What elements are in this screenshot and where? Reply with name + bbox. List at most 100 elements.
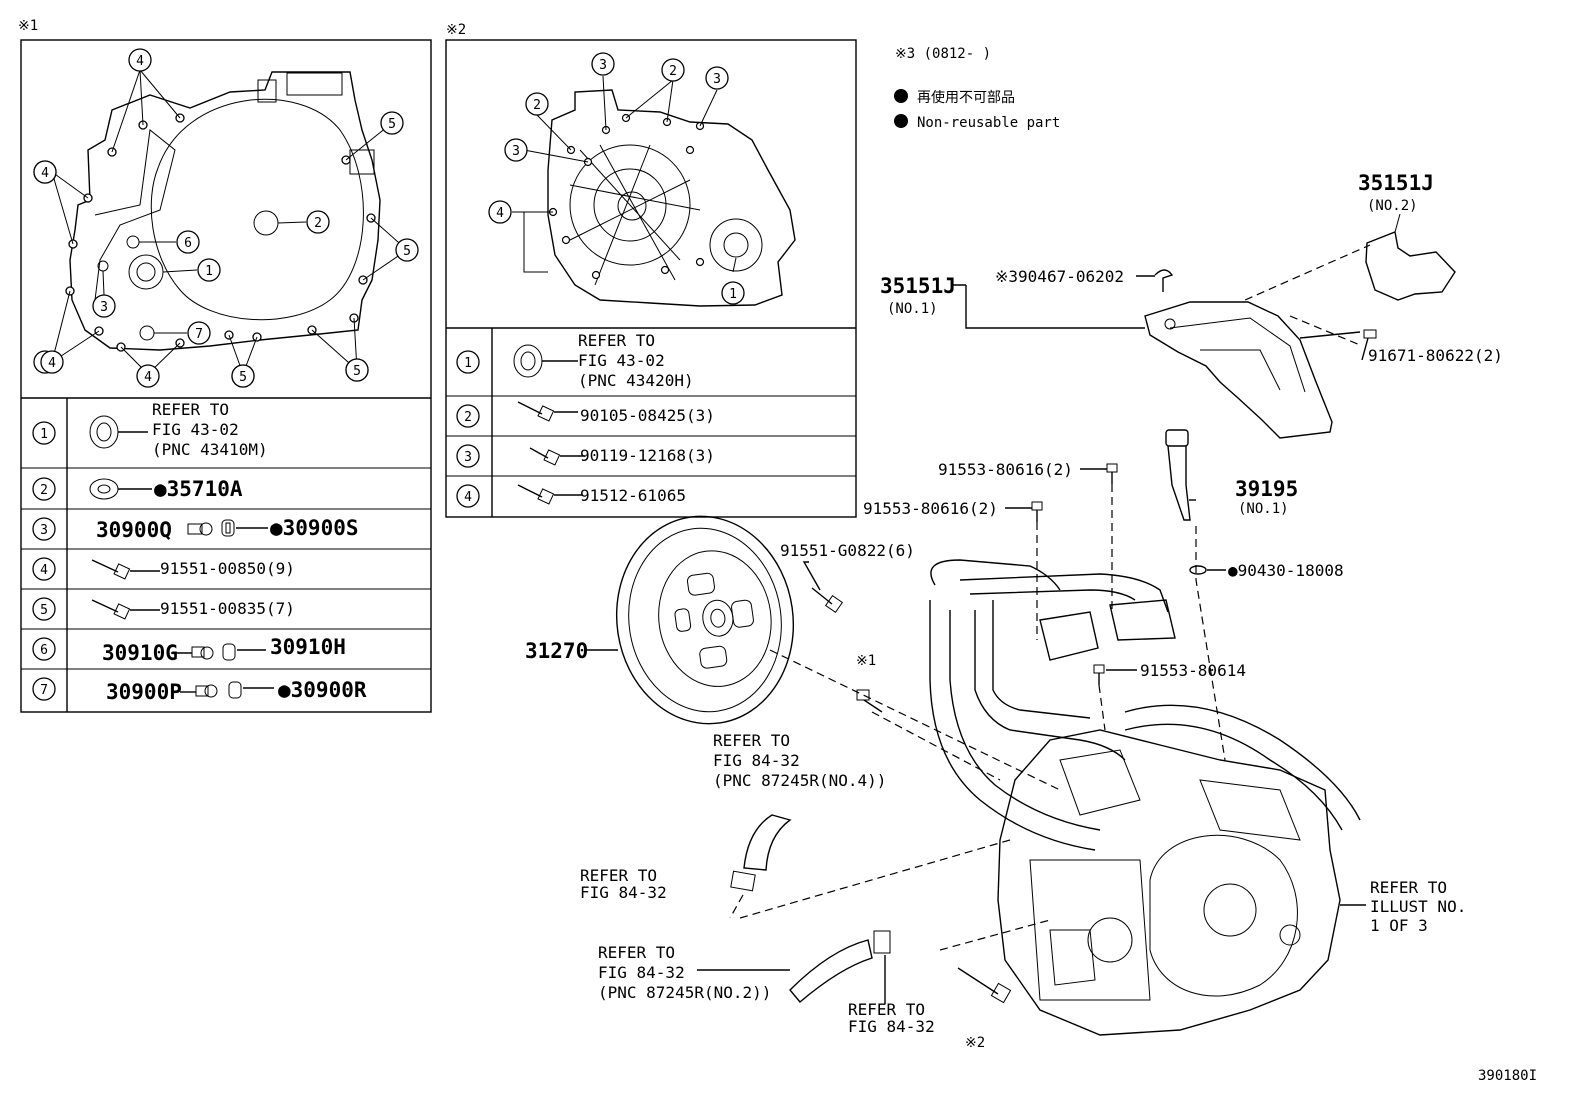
inset-a-callout-14-number: 7: [195, 327, 203, 342]
label-35151j-no2-sub: (NO.2): [1367, 198, 1418, 214]
inset-a-row-7-number: 7: [40, 683, 48, 698]
inset-b: ※2 3 2 3 2 3 4 1: [445, 22, 857, 518]
inset-b-frame: [445, 39, 857, 518]
inset-a-row-7: 7: [32, 677, 56, 701]
hose-87245r-no2: [789, 939, 873, 1003]
inset-b-callout-7-number: 1: [729, 287, 737, 302]
ref3-line1: REFER TO: [598, 943, 675, 962]
ref3-line3: (PNC 87245R(NO.2)): [598, 983, 771, 1002]
inset-b-callout-6-number: 4: [496, 206, 504, 221]
inset-a-callout-10: 2: [306, 210, 330, 234]
label-91551-g0822: 91551-G0822(6): [780, 541, 915, 560]
inset-b-callout-4-number: 2: [533, 98, 541, 113]
inset-a-frame: [20, 39, 432, 713]
ref1-line3: (PNC 87245R(NO.4)): [713, 771, 886, 790]
inset-b-row-2-number: 2: [464, 410, 472, 425]
inset-b-row-1-line-2: FIG 43-02: [578, 351, 665, 370]
label-91671: 91671-80622(2): [1368, 346, 1503, 365]
inset-a-row-6-part-a: 30910G: [102, 641, 178, 665]
ref5-line1: REFER TO: [1370, 878, 1447, 897]
inset-a-callout-11: 6: [176, 230, 200, 254]
inset-a-row-6-number: 6: [40, 643, 48, 658]
inset-b-callout-2-number: 2: [669, 64, 677, 79]
label-35151j-no2: 35151J: [1358, 171, 1434, 195]
marker-2-label: ※2: [965, 1035, 985, 1051]
bolts-91553: [1031, 463, 1118, 685]
inset-a-row-2-part: ●35710A: [154, 477, 243, 501]
inset-b-row-4: 4: [456, 484, 480, 508]
inset-a-row-7-part-a: 30900P: [106, 680, 182, 704]
inset-a-row-6: 6: [32, 637, 56, 661]
inset-b-callout-7: 1: [721, 281, 745, 305]
inset-b-row-1-line-1: REFER TO: [578, 331, 655, 350]
inset-a-row-1-line-1: REFER TO: [152, 400, 229, 419]
inset-b-row-drawings: [513, 344, 585, 505]
inset-a-callout-11-number: 6: [184, 236, 192, 251]
inset-a-callout-1: 4: [128, 48, 152, 72]
legend-note: ※3 (0812- ): [895, 46, 991, 62]
ref2-line1: REFER TO: [580, 866, 657, 885]
inset-a-callout-7-number: 5: [403, 244, 411, 259]
figure-number: 390180I: [1478, 1068, 1537, 1084]
transaxle-case-drawing-b: [547, 89, 796, 307]
marker-1-label: ※1: [856, 653, 876, 669]
inset-a-row-drawings: [89, 415, 274, 699]
inset-a-callout-6-number: 5: [388, 117, 396, 132]
label-91553-a: 91553-80616(2): [938, 460, 1073, 479]
inset-a-row-1: 1: [32, 421, 56, 445]
label-39195-sub: (NO.1): [1238, 501, 1289, 517]
inset-a-row-2: 2: [32, 477, 56, 501]
legend-bullet-en: [894, 114, 908, 128]
inset-a-callout-5: 4: [40, 350, 64, 374]
inset-a-row-3-number: 3: [40, 523, 48, 538]
clamp-a: [730, 870, 756, 892]
legend-line-en: Non-reusable part: [917, 115, 1060, 131]
inset-b-callout-3: 3: [705, 66, 729, 90]
ref1-line1: REFER TO: [713, 731, 790, 750]
inset-a-callout-13: 3: [92, 294, 116, 318]
inset-a-callouts: 44444555526137455: [33, 48, 419, 388]
inset-a-callout-7: 5: [395, 238, 419, 262]
inset-b-row-3: 3: [456, 444, 480, 468]
ref5-line3: 1 OF 3: [1370, 916, 1428, 935]
legend: ※3 (0812- ) 再使用不可部品 Non-reusable part: [894, 46, 1060, 131]
inset-b-callout-1-number: 3: [599, 58, 607, 73]
label-90430: ●90430-18008: [1228, 561, 1344, 580]
inset-b-row-2: 2: [456, 404, 480, 428]
inset-a-row-1-line-3: (PNC 43410M): [152, 440, 268, 459]
inset-b-marker: ※2: [446, 22, 466, 38]
inset-b-row-3-part: 90119-12168(3): [580, 446, 715, 465]
label-91553-c: 91553-80614: [1140, 661, 1246, 680]
transaxle-assembly: [997, 729, 1341, 1036]
label-39195: 39195: [1235, 477, 1298, 501]
inset-b-callout-4: 2: [525, 92, 549, 116]
inset-a-row-5-part: 91551-00835(7): [160, 599, 295, 618]
inset-a: ※1: [18, 18, 432, 713]
bracket-35151j-no1: [1144, 301, 1333, 439]
inset-a-callout-10-number: 2: [314, 216, 322, 231]
inset-a-callout-17: 5: [345, 358, 369, 382]
ref2-line2: FIG 84-32: [580, 883, 667, 902]
inset-a-row-5-number: 5: [40, 603, 48, 618]
bracket-35151j-no2: [1365, 231, 1456, 301]
inset-b-callout-3-number: 3: [713, 72, 721, 87]
label-31270: 31270: [525, 639, 588, 663]
inset-a-row-4-number: 4: [40, 563, 48, 578]
clip-90467: [1154, 269, 1174, 292]
inset-b-callout-5-number: 3: [512, 144, 520, 159]
ref4-line1: REFER TO: [848, 1000, 925, 1019]
inset-b-row-1: 1: [456, 350, 480, 374]
label-35151j-no1: 35151J: [880, 274, 956, 298]
bolt-91671: [1363, 329, 1377, 339]
inset-a-callout-14: 7: [187, 321, 211, 345]
clutch-disc-31270: [615, 515, 795, 725]
inset-a-row-2-number: 2: [40, 483, 48, 498]
ref1-line2: FIG 84-32: [713, 751, 800, 770]
sensor-39195: [1165, 429, 1189, 447]
bolt-marker-2: [957, 967, 999, 995]
ref5-line2: ILLUST NO.: [1370, 897, 1466, 916]
leader-lines: [585, 244, 1371, 1004]
bolt-marker-1: [856, 689, 870, 701]
